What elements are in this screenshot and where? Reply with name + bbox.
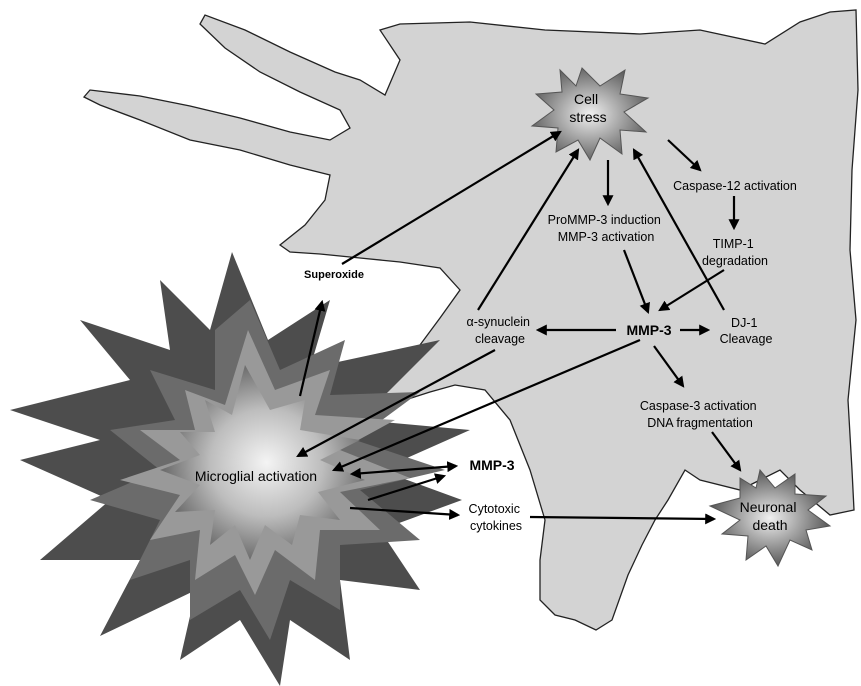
microglial-activation-label: Microglial activation [195,468,317,484]
caspase12-label: Caspase-12 activation [673,179,797,193]
mmp3-center-label: MMP-3 [626,322,671,338]
cytotoxic-cytokines-label: Cytotoxic cytokines [469,502,524,533]
mmp3-microglia-label: MMP-3 [469,457,514,473]
superoxide-label: Superoxide [304,269,364,281]
